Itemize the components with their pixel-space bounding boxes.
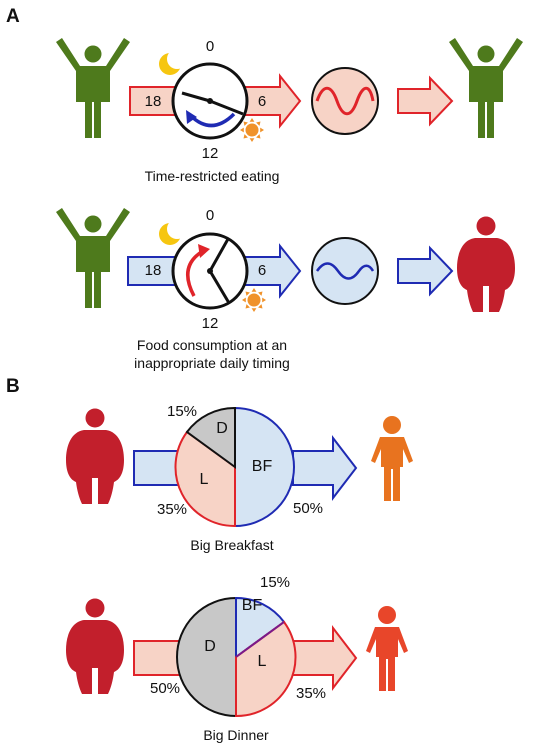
arrow-in-blue	[133, 450, 181, 486]
pie-slice-breakfast	[234, 406, 295, 528]
row-time-restricted-eating: 0 18 6 12 Time-restricted eating	[56, 38, 523, 184]
pie-big-dinner	[176, 596, 297, 718]
clock-label-top: 0	[206, 38, 214, 55]
moon-icon	[159, 49, 187, 75]
caption-time-restricted: Time-restricted eating	[145, 168, 280, 184]
caption-big-breakfast: Big Breakfast	[190, 537, 273, 553]
pie-slice-lunch	[235, 620, 297, 718]
arrow-out-red	[397, 75, 454, 127]
obese-person-icon	[66, 408, 124, 504]
clock-label-left: 18	[145, 93, 162, 110]
person-improved-icon	[366, 606, 408, 691]
percent-breakfast: 15%	[260, 574, 290, 591]
panel-label-b: B	[6, 376, 20, 397]
clock-label-right: 6	[258, 93, 266, 110]
pie-slice-lunch	[174, 430, 236, 528]
caption-inappropriate-line1: Food consumption at an	[137, 337, 287, 353]
pie-label-lunch: L	[258, 653, 267, 670]
pie-label-dinner: D	[216, 420, 228, 437]
caption-big-dinner: Big Dinner	[203, 727, 269, 743]
pie-slice-dinner	[176, 596, 237, 718]
pie-label-breakfast: BF	[242, 597, 263, 614]
pie-slice-dinner	[185, 406, 236, 469]
pie-big-breakfast	[174, 406, 295, 528]
caption-inappropriate-line2: inappropriate daily timing	[134, 355, 290, 371]
arrow-out-blue	[397, 245, 454, 297]
clock-bottom	[171, 232, 249, 310]
fit-person-icon	[56, 208, 130, 308]
percent-breakfast: 50%	[293, 500, 323, 517]
row-big-dinner: BF D L 15% 50% 35% Big Dinner	[66, 574, 408, 743]
clock-label-left: 18	[145, 262, 162, 279]
clock-label-bottom: 12	[202, 145, 219, 162]
row-inappropriate-timing: 0 18 6 12 Food consumption at an inappro…	[56, 207, 515, 371]
percent-lunch: 35%	[296, 685, 326, 702]
moon-icon	[159, 219, 187, 245]
percent-dinner: 50%	[150, 680, 180, 697]
row-big-breakfast: D L BF 15% 35% 50% Big Breakfast	[66, 403, 413, 553]
pie-label-lunch: L	[200, 471, 209, 488]
fit-person-icon	[449, 38, 523, 138]
clock-label-right: 6	[258, 262, 266, 279]
arrow-in-red	[133, 640, 181, 676]
obese-person-icon	[457, 216, 515, 312]
arrow-out-blue	[292, 435, 358, 501]
clock-top	[171, 62, 249, 140]
rhythm-circle-strong	[311, 67, 379, 135]
panel-label-a: A	[6, 6, 20, 27]
pie-label-breakfast: BF	[252, 458, 273, 475]
sun-icon	[240, 118, 264, 142]
sun-icon	[242, 288, 266, 312]
fit-person-icon	[56, 38, 130, 138]
rotation-arrow-red	[186, 249, 204, 297]
pie-label-dinner: D	[204, 638, 216, 655]
pie-slice-breakfast	[235, 596, 286, 659]
person-improved-icon	[371, 416, 413, 501]
arrow-out-red	[292, 625, 358, 691]
percent-lunch: 35%	[157, 501, 187, 518]
percent-dinner: 15%	[167, 403, 197, 420]
clock-label-bottom: 12	[202, 315, 219, 332]
obese-person-icon	[66, 598, 124, 694]
rotation-arrow-blue	[189, 112, 236, 128]
clock-label-top: 0	[206, 207, 214, 224]
rhythm-circle-weak	[311, 237, 379, 305]
